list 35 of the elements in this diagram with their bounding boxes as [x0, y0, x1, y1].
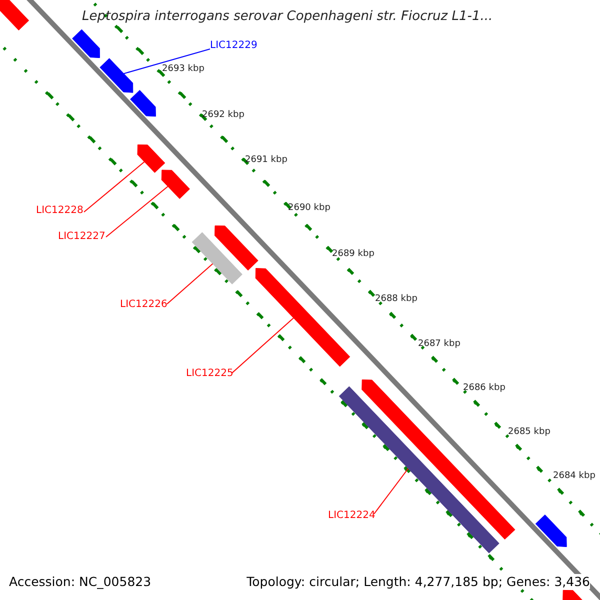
gene-label: LIC12224: [328, 510, 376, 521]
ruler-label: 2693 kbp: [162, 64, 204, 74]
leader-line: [166, 263, 214, 304]
gene-feature: [0, 0, 30, 30]
leader-line: [232, 318, 294, 374]
info-text: Topology: circular; Length: 4,277,185 bp; Genes: 3,436: [246, 574, 590, 589]
leader-line: [123, 48, 210, 74]
gene-feature: [161, 170, 190, 199]
ruler-label: 2692 kbp: [202, 110, 244, 120]
ruler-label: 2685 kbp: [508, 427, 550, 437]
leader-line: [106, 186, 168, 238]
gene-feature: [100, 58, 134, 93]
ruler-label: 2689 kbp: [332, 249, 374, 259]
gene-feature: [130, 90, 156, 117]
ruler-label: 2688 kbp: [375, 294, 418, 304]
gene-feature: [214, 225, 258, 271]
gene-label: LIC12229: [210, 40, 258, 51]
gene-label: LIC12227: [58, 231, 106, 242]
ruler-label: 2687 kbp: [418, 339, 460, 349]
ruler-label: 2690 kbp: [288, 203, 330, 213]
leader-line: [84, 161, 145, 212]
gene-label: LIC12228: [36, 205, 84, 216]
gene-feature: [72, 29, 100, 58]
gene-feature: [255, 268, 350, 367]
title: Leptospira interrogans serovar Copenhageni str. Fiocruz L1-1...: [82, 9, 493, 24]
leader-line: [374, 468, 409, 514]
ruler-label: 2684 kbp: [553, 471, 596, 481]
gene-feature: [535, 514, 567, 548]
info-text: Accession: NC_005823: [9, 574, 152, 589]
gene-feature: [137, 144, 166, 173]
ruler-label: 2686 kbp: [463, 383, 506, 393]
ruler-label: 2691 kbp: [245, 155, 288, 165]
gene-label: LIC12226: [120, 299, 168, 310]
gene-label: LIC12225: [186, 368, 234, 379]
feature-bar: [192, 232, 242, 284]
